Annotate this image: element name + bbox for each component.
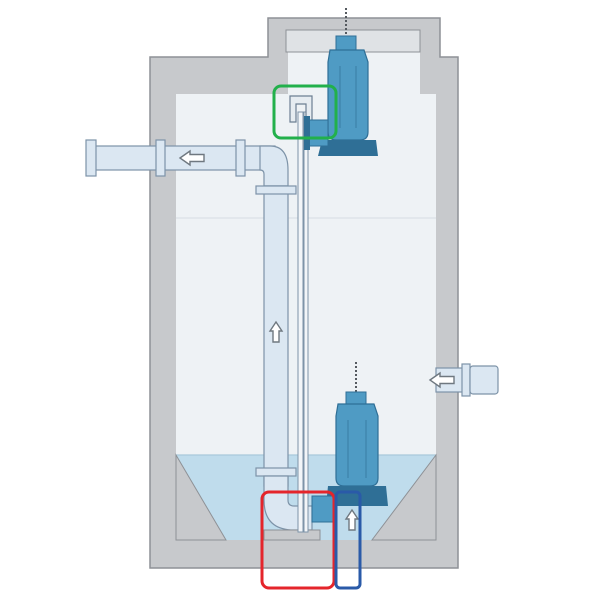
- riser-flange-top: [255, 185, 297, 195]
- benching-left: [175, 453, 227, 541]
- duckfoot-base: [263, 529, 321, 541]
- benching-right: [370, 453, 437, 541]
- green-highlight-box: [272, 84, 338, 140]
- guide-rail-top-bracket: [289, 95, 313, 123]
- discharge-outlet-pipe: [85, 139, 276, 177]
- riser-elbow: [259, 145, 289, 187]
- red-highlight-box: [260, 490, 336, 590]
- guide-rail-2: [303, 111, 309, 533]
- riser-flange-bottom: [255, 467, 297, 477]
- blue-highlight-box: [334, 490, 362, 590]
- guide-rail: [297, 111, 304, 533]
- inlet-pipe: [429, 363, 499, 397]
